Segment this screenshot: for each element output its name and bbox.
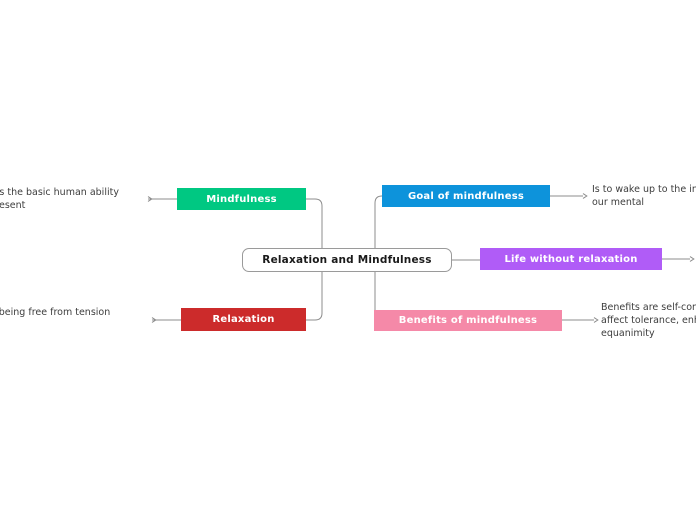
branch-node-relaxation[interactable]: Relaxation [181, 308, 306, 331]
detail-text-relaxation: te of being free from tension xiety [0, 307, 111, 318]
detail-text-benefits-of-mindfulness: Benefits are self-cont affect tolerance,… [601, 302, 696, 339]
detail-text-mindfulness: ess is the basic human ability ly presen… [0, 187, 119, 211]
branch-node-goal-of-mindfulness[interactable]: Goal of mindfulness [382, 185, 550, 207]
branch-node-life-without-relaxation[interactable]: Life without relaxation [480, 248, 662, 270]
branch-node-benefits-of-mindfulness[interactable]: Benefits of mindfulness [374, 310, 562, 331]
branch-node-mindfulness[interactable]: Mindfulness [177, 188, 306, 210]
root-node-relaxation-and-mindfulness[interactable]: Relaxation and Mindfulness [242, 248, 452, 272]
detail-text-goal-of-mindfulness: Is to wake up to the inn our mental [592, 184, 696, 208]
